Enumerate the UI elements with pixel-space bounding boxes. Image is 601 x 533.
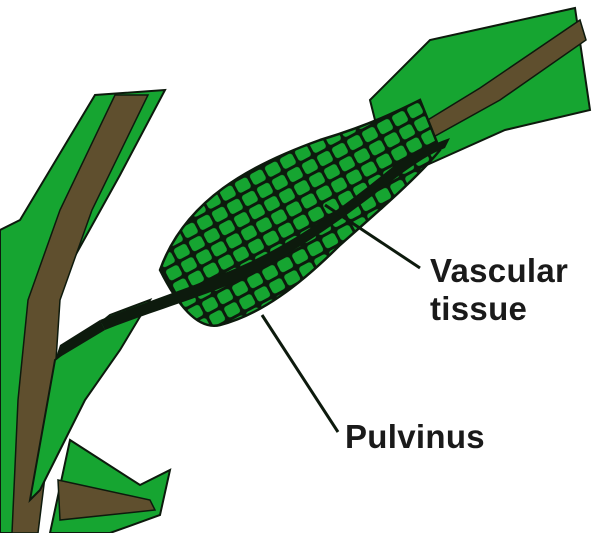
leader-line-pulvinus — [262, 315, 338, 432]
vascular-tissue-label: Vascular tissue — [430, 252, 568, 328]
pulvinus-label: Pulvinus — [345, 418, 485, 456]
vascular-label-line1: Vascular — [430, 252, 568, 290]
vascular-label-line2: tissue — [430, 290, 568, 328]
pulvinus — [140, 90, 460, 340]
